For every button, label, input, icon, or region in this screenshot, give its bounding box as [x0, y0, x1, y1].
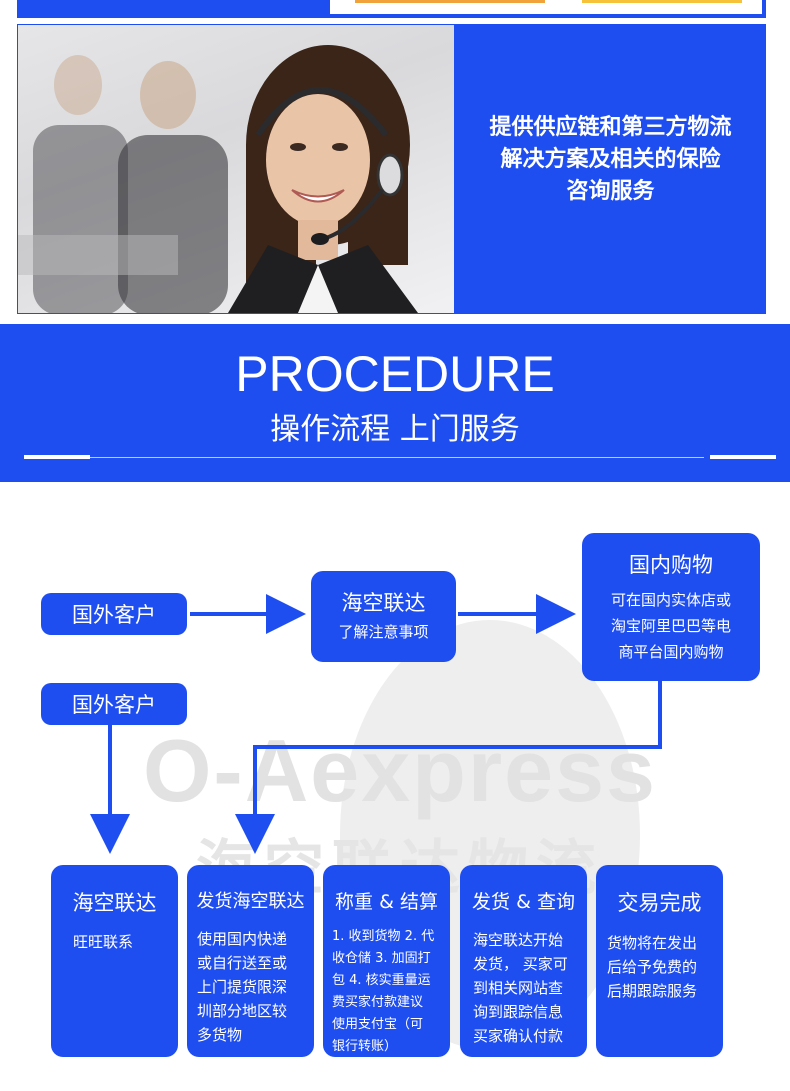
service-line: 提供供应链和第三方物流: [489, 115, 732, 140]
step-line: 上门提货限深: [197, 978, 288, 996]
step-title: 称重 & 结算: [335, 891, 438, 913]
service-description: 提供供应链和第三方物流 解决方案及相关的保险 咨询服务: [458, 112, 763, 208]
box-body: 可在国内实体店或 淘宝阿里巴巴等电 商平台国内购物: [582, 587, 760, 665]
step-box: 海空联达 旺旺联系: [51, 865, 178, 1057]
step-line: 多货物: [197, 1026, 243, 1044]
step-line: 银行转账）: [332, 1039, 398, 1054]
step-line: 海空联达开始: [473, 931, 564, 949]
service-line: 咨询服务: [566, 179, 655, 204]
step-line: 使用支付宝（可: [332, 1017, 424, 1032]
step-box: 称重 & 结算 1. 收到货物 2. 代 收仓储 3. 加固打 包 4. 核实重…: [323, 865, 450, 1057]
top-banner-accent: [582, 0, 742, 3]
box-title: 海空联达: [341, 591, 426, 615]
box-line: 可在国内实体店或: [610, 591, 731, 609]
step-body: 使用国内快递 或自行送至或 上门提货限深 圳部分地区较 多货物: [197, 927, 314, 1047]
step-line: 后给予免费的: [607, 958, 698, 976]
service-line: 解决方案及相关的保险: [500, 147, 721, 172]
step-title: 交易完成: [617, 891, 702, 915]
arrow-down-icon: [235, 680, 662, 854]
step-box: 交易完成 货物将在发出 后给予免费的 后期跟踪服务: [596, 865, 723, 1057]
top-banner-accent: [355, 0, 545, 3]
divider-left: [24, 455, 90, 459]
step-line: 到相关网站查: [473, 979, 564, 997]
step-line: 买家确认付款: [473, 1027, 564, 1045]
watermark-english: O-Aexpress: [142, 721, 657, 820]
step-box: 发货 & 查询 海空联达开始 发货， 买家可 到相关网站查 询到跟踪信息 买家确…: [460, 865, 587, 1057]
procedure-subtitle: 操作流程 上门服务: [270, 412, 520, 447]
step-line: 询到跟踪信息: [473, 1003, 564, 1021]
box-body: 了解注意事项: [338, 623, 429, 641]
step-line: 圳部分地区较: [197, 1002, 288, 1020]
step-line: 旺旺联系: [73, 933, 134, 951]
step-line: 包 4. 核实重量运: [332, 973, 431, 988]
domestic-shopping-box: 国内购物 可在国内实体店或 淘宝阿里巴巴等电 商平台国内购物: [582, 533, 760, 681]
step-line: 使用国内快递: [197, 930, 288, 948]
step-line: 后期跟踪服务: [607, 982, 698, 1000]
photo-illustration: [18, 45, 418, 313]
step-line: 发货， 买家可: [473, 955, 568, 973]
foreign-customer-box: 国外客户: [41, 683, 187, 725]
step-body: 1. 收到货物 2. 代 收仓储 3. 加固打 包 4. 核实重量运 费买家付款…: [332, 926, 450, 1058]
divider-right: [710, 455, 776, 459]
service-card: [17, 24, 766, 314]
foreign-customer-box: 国外客户: [41, 593, 187, 635]
step-line: 货物将在发出: [607, 934, 698, 952]
haikong-box: 海空联达 了解注意事项: [311, 571, 456, 662]
procedure-title: PROCEDURE: [235, 346, 555, 402]
step-title: 海空联达: [72, 891, 157, 915]
step-title: 发货 & 查询: [472, 891, 575, 913]
flow-arrows: [90, 594, 662, 854]
service-panel: [454, 25, 765, 313]
top-banner-insert: [330, 0, 762, 14]
step-title: 发货海空联达: [196, 891, 305, 912]
divider-thin: [90, 457, 704, 458]
step-box: 发货海空联达 使用国内快递 或自行送至或 上门提货限深 圳部分地区较 多货物: [187, 865, 314, 1057]
step-line: 1. 收到货物 2. 代: [332, 929, 435, 944]
step-line: 收仓储 3. 加固打: [332, 951, 431, 966]
box-title: 国内购物: [629, 553, 713, 577]
step-body: 旺旺联系: [73, 931, 178, 953]
step-body: 货物将在发出 后给予免费的 后期跟踪服务: [607, 931, 723, 1003]
step-line: 或自行送至或: [197, 954, 288, 972]
procedure-band: [0, 324, 790, 482]
step-line: 费买家付款建议: [332, 995, 424, 1010]
box-line: 淘宝阿里巴巴等电: [610, 617, 731, 635]
customer-service-photo: [18, 25, 454, 313]
box-line: 商平台国内购物: [618, 643, 724, 661]
step-body: 海空联达开始 发货， 买家可 到相关网站查 询到跟踪信息 买家确认付款: [473, 928, 587, 1048]
